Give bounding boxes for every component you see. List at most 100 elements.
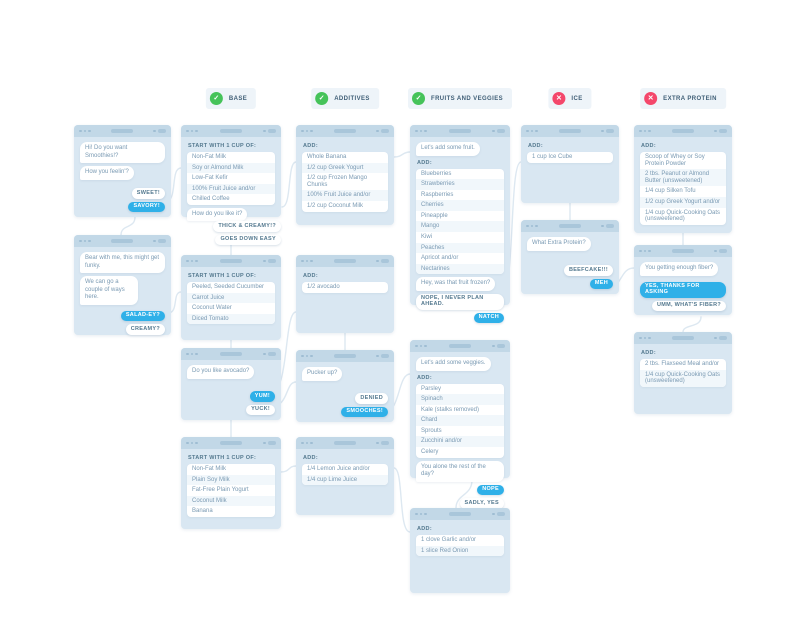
answer-chip[interactable]: GOES DOWN EASY — [215, 234, 281, 245]
window-dot — [648, 336, 651, 340]
list-item: Kale (stalks removed) — [421, 406, 480, 413]
answer-chip[interactable]: DENIED — [355, 393, 388, 404]
control-bar — [381, 259, 389, 263]
list-item: Chard — [416, 415, 504, 426]
control-bar — [158, 239, 166, 243]
answer-chip[interactable]: SMOOCHES! — [341, 406, 388, 417]
answer-chip[interactable]: NOPE, I NEVER PLAN AHEAD. — [416, 293, 504, 310]
card-body: Do you like avocado?YUM!YUCK! — [181, 360, 281, 420]
address-bar — [219, 441, 242, 445]
answer-chip[interactable]: NOPE — [477, 484, 504, 496]
card-base-salady: START WITH 1 CUP OF:Peeled, Seeded Cucum… — [181, 255, 281, 340]
window-dots-icon — [526, 129, 538, 133]
card-label: ADD: — [303, 273, 318, 279]
list-item: Chilled Coffee — [192, 196, 230, 203]
list-item: Apricot and/or — [421, 255, 459, 262]
list-item: 1/2 cup Coconut Milk — [307, 202, 364, 209]
control-dot — [714, 336, 717, 340]
list-item: Plain Soy Milk — [187, 474, 275, 486]
window-chrome — [296, 255, 394, 267]
list-item: Nectarines — [416, 263, 504, 275]
spacer — [80, 183, 165, 186]
control-bar — [719, 336, 727, 340]
control-bar — [381, 354, 389, 358]
answer-chip[interactable]: YUM! — [249, 391, 275, 402]
spacer — [302, 384, 388, 391]
card-fiber-question: You getting enough fiber?YES, THANKS FOR… — [634, 245, 732, 315]
answer-chip[interactable]: SADLY, YES — [459, 498, 504, 509]
flow-step-label: ICE — [571, 95, 583, 102]
window-dot — [643, 249, 647, 253]
list-item: Banana — [192, 508, 213, 515]
list-item: Carrot Juice — [187, 292, 275, 304]
window-dots-icon — [639, 336, 651, 340]
answer-chip[interactable]: YES, THANKS FOR ASKING — [640, 281, 726, 298]
list-item: Spinach — [416, 394, 504, 405]
window-controls-icon — [263, 441, 276, 445]
window-dot — [195, 441, 198, 445]
window-dot — [310, 441, 313, 445]
window-controls-icon — [153, 239, 166, 243]
answer-chip[interactable]: CREAMY? — [125, 324, 165, 335]
window-controls-icon — [492, 512, 505, 516]
list-item: 1/4 cup Silken Tofu — [645, 188, 696, 195]
answer-chip[interactable]: SALAD-EY? — [120, 310, 165, 321]
window-dot — [648, 129, 651, 133]
window-dot — [530, 129, 534, 133]
answer-chip[interactable]: YUCK! — [246, 404, 275, 415]
card-label: START WITH 1 CUP OF: — [188, 143, 257, 149]
window-dots-icon — [639, 129, 651, 133]
list-item: 1 slice Red Onion — [416, 545, 504, 557]
answer-chip[interactable]: SWEET! — [131, 188, 165, 199]
answer-chip[interactable]: SAVORY! — [128, 201, 165, 212]
card-label: ADD: — [303, 143, 318, 149]
flow-step-label: EXTRA PROTEIN — [663, 95, 717, 102]
answer-chip[interactable]: UMM, WHAT'S FIBER? — [651, 300, 726, 311]
card-label: ADD: — [303, 455, 318, 461]
card-label: ADD: — [417, 374, 432, 381]
window-chrome — [410, 340, 510, 352]
window-controls-icon — [263, 259, 276, 263]
window-dot — [639, 336, 642, 340]
list-item: 1/2 cup Greek Yogurt and/or — [640, 196, 726, 208]
list-item: Soy or Almond Milk — [187, 162, 275, 174]
address-bar — [111, 129, 134, 133]
window-controls-icon — [376, 129, 389, 133]
window-dot — [535, 129, 538, 133]
window-chrome — [181, 437, 281, 449]
address-bar — [558, 224, 581, 228]
chat-bubble: You alone the rest of the day? — [416, 460, 504, 482]
window-dot — [526, 129, 529, 133]
control-dot — [153, 239, 156, 243]
list-item: 100% Fruit Juice and/or — [302, 190, 388, 201]
answer-chip[interactable]: THICK & CREAMY!? — [213, 221, 281, 232]
window-dot — [301, 354, 304, 358]
list-item: 1 cup Ice Cube — [532, 154, 573, 160]
answer-chip[interactable]: NATCH — [473, 312, 504, 324]
card-label: ADD: — [641, 143, 656, 149]
chat-bubble: Let's add some veggies. — [416, 357, 491, 371]
answer-chip[interactable]: BEEFCAKE!!! — [563, 265, 613, 276]
window-dot — [310, 129, 313, 133]
list-item: Zucchini and/or — [416, 436, 504, 448]
control-dot — [263, 352, 266, 356]
control-dot — [376, 259, 379, 263]
address-bar — [448, 512, 471, 516]
answer-chip[interactable]: MEH — [589, 278, 613, 289]
card-body: What Extra Protein?BEEFCAKE!!!MEH — [521, 232, 619, 294]
window-controls-icon — [376, 259, 389, 263]
list-item: Cherries — [416, 200, 504, 211]
window-dot — [424, 344, 427, 348]
window-controls-icon — [153, 129, 166, 133]
list-item: 1/4 Lemon Juice and/or — [307, 466, 370, 472]
